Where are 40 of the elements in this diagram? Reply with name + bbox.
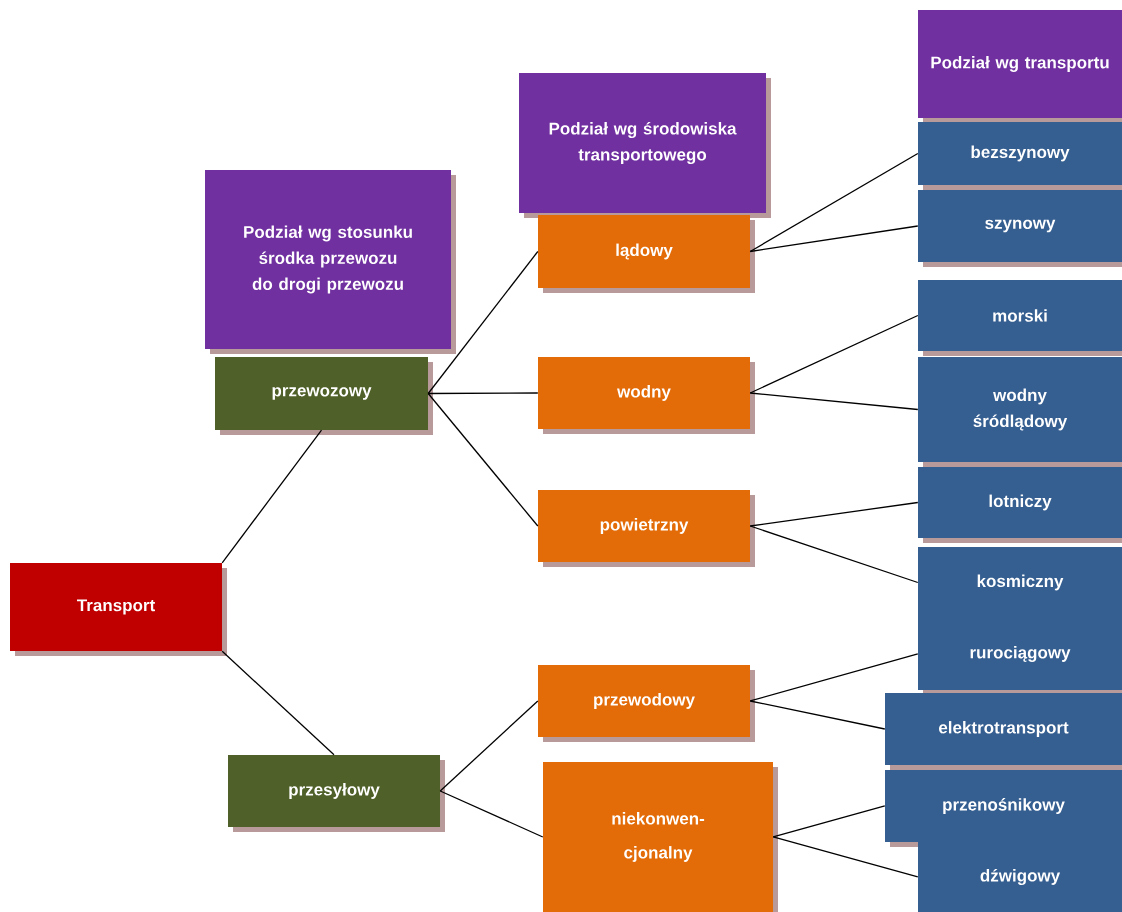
heading-box: Podział wg stosunku środka przewozu do drogi przewozu (205, 170, 456, 354)
connector-line (427, 392, 539, 527)
connector-line (749, 314, 919, 394)
connector-line (221, 429, 323, 564)
category-box: przewozowy (215, 357, 433, 435)
type-box: wodny śródlądowy (918, 357, 1122, 467)
connector-line (749, 152, 919, 253)
connector-line (749, 700, 886, 730)
category-box: przewodowy (538, 665, 755, 742)
type-box: szynowy (918, 190, 1122, 267)
type-box: morski (918, 280, 1122, 356)
category-box: niekonwen- cjonalny (543, 762, 778, 912)
type-box: przenośnikowy (885, 770, 1122, 847)
node-label: przenośnikowy (943, 798, 1065, 814)
connector-line (749, 525, 919, 584)
heading-box: Podział wg środowiska transportowego (519, 73, 771, 218)
type-box: dźwigowy (918, 842, 1122, 912)
category-box: powietrzny (538, 490, 755, 567)
connector-line (439, 790, 544, 838)
connector-line (772, 836, 919, 878)
connector-line (749, 225, 919, 253)
connector-line (749, 501, 919, 527)
node-label: kosmiczny (977, 574, 1064, 591)
type-box: bezszynowy (918, 122, 1122, 190)
category-box: lądowy (538, 215, 755, 293)
category-box: wodny (538, 357, 755, 434)
connector-line (439, 700, 539, 792)
root-box: Transport (10, 563, 227, 656)
category-box: przesyłowy (228, 755, 445, 832)
type-box: elektrotransport (885, 693, 1122, 770)
connector-line (221, 650, 335, 756)
type-box: lotniczy (918, 467, 1122, 543)
connector-line (427, 250, 539, 395)
connector-line (749, 653, 919, 702)
node-label: dźwigowy (980, 868, 1061, 886)
heading-box: Podział wg transportu (918, 10, 1122, 123)
connector-line (772, 805, 886, 838)
connector-line (427, 392, 539, 395)
connector-line (749, 392, 919, 411)
type-box: rurociągowy (918, 618, 1122, 695)
